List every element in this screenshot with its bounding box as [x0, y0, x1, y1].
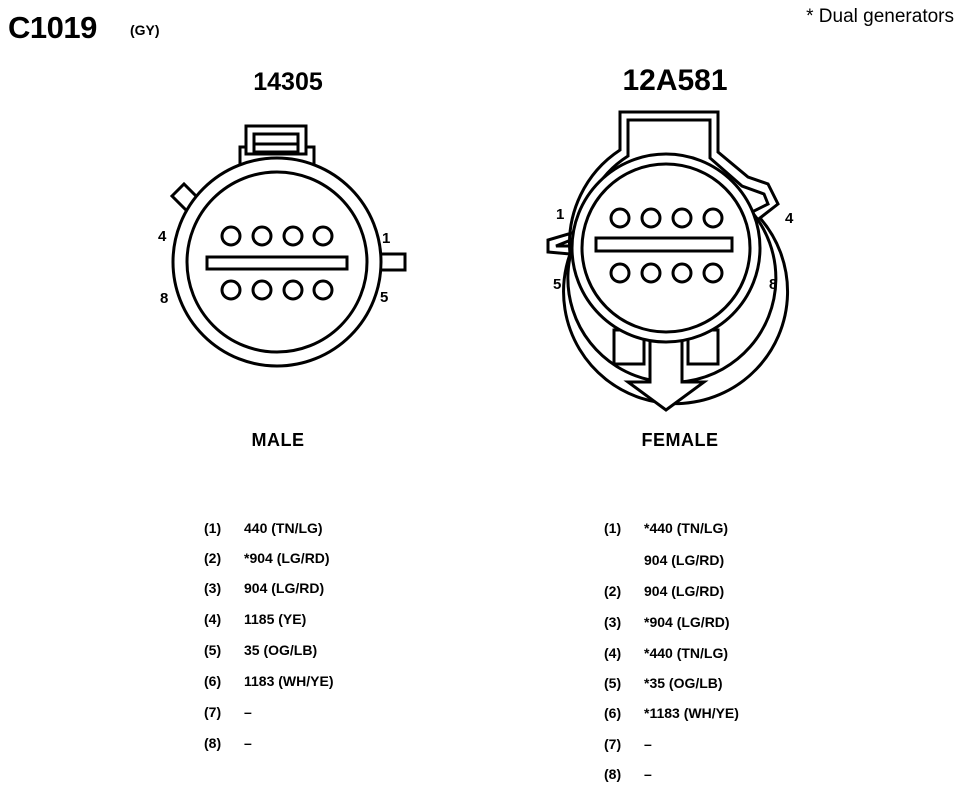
female-pin-label-1: 1 [556, 206, 565, 223]
dual-generators-note: * Dual generators [806, 6, 954, 27]
list-item: (4)*440 (TN/LG) [604, 645, 729, 661]
connector-color-code: (GY) [130, 22, 160, 38]
list-item: (1)440 (TN/LG) [204, 520, 323, 536]
female-connector-face [546, 110, 790, 412]
male-connector-face [169, 124, 407, 368]
female-label: FEMALE [641, 430, 719, 450]
list-item: (7)– [604, 736, 652, 752]
male-part-number: 14305 [253, 68, 323, 96]
connector-id: C1019 [8, 10, 97, 45]
list-item: (1)*440 (TN/LG) [604, 520, 729, 536]
female-pin-label-8: 8 [769, 276, 778, 293]
list-item: (8)– [604, 766, 652, 782]
male-pin-label-8: 8 [160, 290, 169, 307]
list-item: (5)*35 (OG/LB) [604, 675, 723, 691]
list-item: (5)35 (OG/LB) [204, 642, 318, 658]
list-item: (8)– [204, 735, 252, 751]
female-pin-label-5: 5 [553, 276, 562, 293]
male-label: MALE [251, 430, 305, 450]
list-item: (3)904 (LG/RD) [204, 580, 325, 596]
list-item: (2)904 (LG/RD) [604, 583, 725, 599]
list-item: (6)*1183 (WH/YE) [604, 705, 739, 721]
list-item: (2)*904 (LG/RD) [204, 550, 330, 566]
male-pin-label-5: 5 [380, 289, 389, 306]
female-part-number: 12A581 [622, 64, 728, 97]
female-pin-label-4: 4 [785, 210, 794, 227]
male-pin-label-1: 1 [382, 230, 391, 247]
list-item: (4)1185 (YE) [204, 611, 307, 627]
list-item: 904 (LG/RD) [644, 552, 725, 568]
male-pin-label-4: 4 [158, 228, 167, 245]
list-item: (3)*904 (LG/RD) [604, 614, 730, 630]
list-item: (6)1183 (WH/YE) [204, 673, 334, 689]
list-item: (7)– [204, 704, 252, 720]
